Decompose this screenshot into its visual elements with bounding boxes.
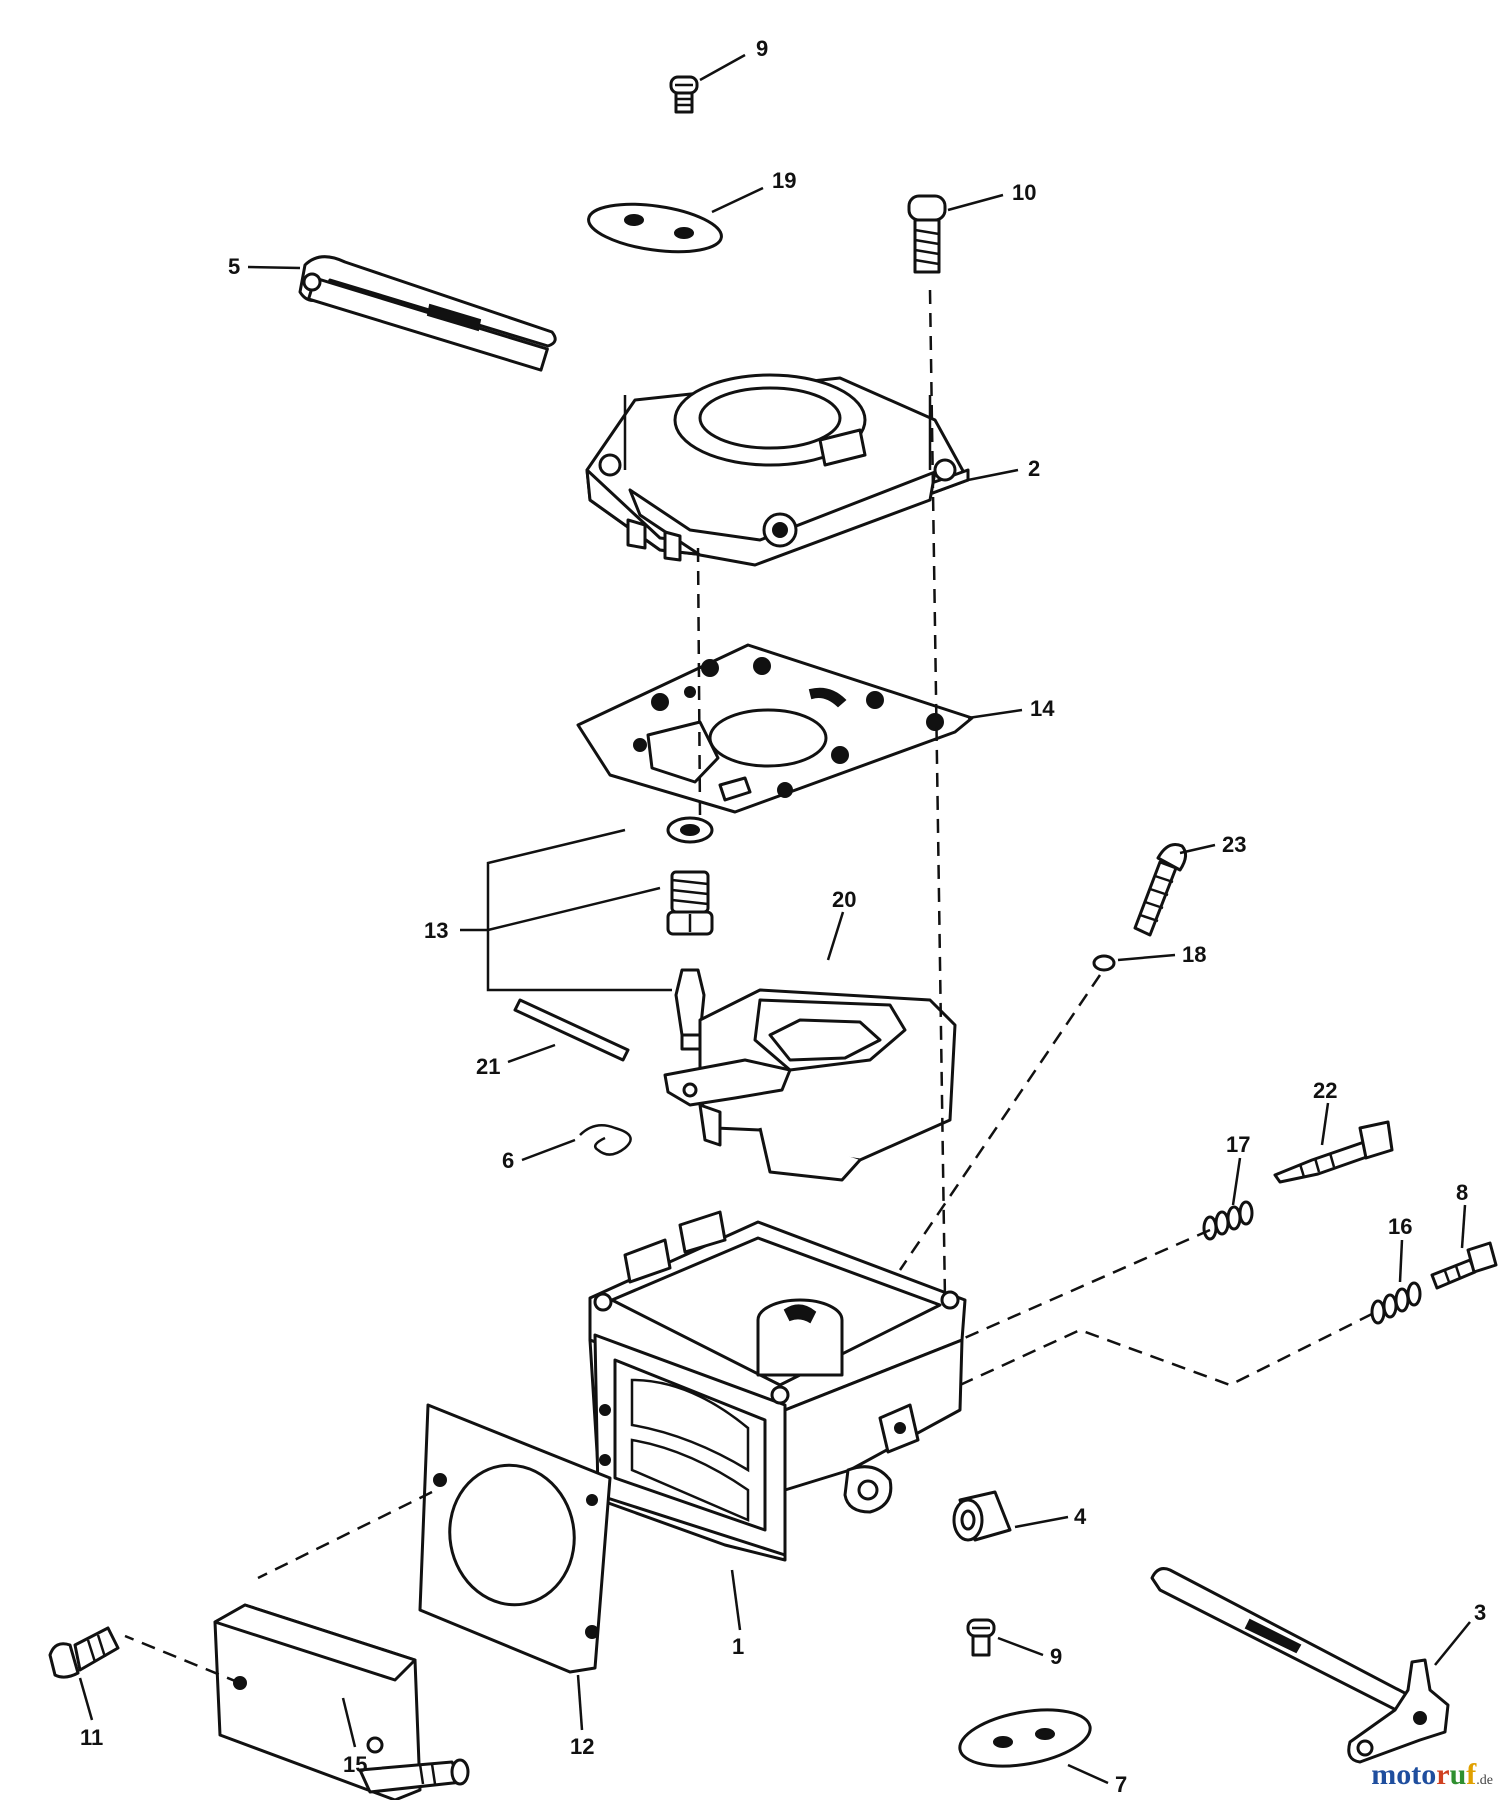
part-19-disc-top bbox=[587, 202, 723, 254]
callout-9-bottom: 9 bbox=[1050, 1644, 1062, 1669]
watermark-letter: u bbox=[1449, 1758, 1467, 1791]
watermark-letter: t bbox=[1411, 1758, 1422, 1791]
watermark-letter: o bbox=[1421, 1758, 1437, 1791]
part-6-clip bbox=[579, 1123, 632, 1156]
part-17-spring bbox=[1202, 1200, 1254, 1241]
part-3-throttle-shaft bbox=[1150, 1567, 1450, 1764]
part-15-cover bbox=[213, 1603, 470, 1800]
part-5-choke-shaft bbox=[298, 255, 557, 372]
watermark-letter: r bbox=[1436, 1758, 1450, 1791]
assembly-lines bbox=[124, 289, 1381, 1685]
callout-23: 23 bbox=[1222, 832, 1246, 857]
part-9-screw-bottom bbox=[966, 1618, 996, 1657]
watermark-letter: f bbox=[1466, 1758, 1477, 1791]
callout-3: 3 bbox=[1474, 1600, 1486, 1625]
callout-18: 18 bbox=[1182, 942, 1206, 967]
leader-lines bbox=[78, 53, 1471, 1785]
callout-14: 14 bbox=[1030, 696, 1055, 721]
callout-9-top: 9 bbox=[756, 36, 768, 61]
part-10-screw bbox=[907, 194, 947, 274]
part-20-float bbox=[663, 988, 957, 1182]
watermark-text: motoruf bbox=[1371, 1758, 1476, 1791]
callout-7: 7 bbox=[1115, 1772, 1127, 1797]
callout-15: 15 bbox=[343, 1752, 367, 1777]
part-13-needle-seat-assembly bbox=[666, 816, 714, 1051]
callout-13: 13 bbox=[424, 918, 448, 943]
callout-labels: 9 19 10 5 2 14 23 13 20 18 21 6 22 17 8 … bbox=[80, 36, 1486, 1797]
watermark-letter: m bbox=[1371, 1758, 1397, 1791]
part-14-gasket bbox=[576, 643, 974, 814]
part-18-o-ring bbox=[1092, 954, 1116, 972]
part-9-screw-top bbox=[669, 75, 699, 114]
callout-10: 10 bbox=[1012, 180, 1036, 205]
part-12-gasket bbox=[418, 1403, 612, 1674]
callout-1: 1 bbox=[732, 1634, 744, 1659]
callout-22: 22 bbox=[1313, 1078, 1337, 1103]
callout-4: 4 bbox=[1074, 1504, 1087, 1529]
watermark-letter: o bbox=[1396, 1758, 1412, 1791]
part-4-bushing bbox=[952, 1490, 1012, 1542]
callout-17: 17 bbox=[1226, 1132, 1250, 1157]
callout-12: 12 bbox=[570, 1734, 594, 1759]
watermark-domain-ext: .de bbox=[1476, 1773, 1493, 1788]
callout-5: 5 bbox=[228, 254, 240, 279]
part-23-mixture-screw bbox=[1133, 843, 1187, 937]
callout-2: 2 bbox=[1028, 456, 1040, 481]
callout-20: 20 bbox=[832, 887, 856, 912]
watermark-logo: motoruf.de bbox=[1371, 1758, 1493, 1792]
part-16-spring bbox=[1370, 1281, 1422, 1325]
callout-6: 6 bbox=[502, 1148, 514, 1173]
part-2-top-cover bbox=[585, 373, 970, 567]
callout-8: 8 bbox=[1456, 1180, 1468, 1205]
callout-19: 19 bbox=[772, 168, 796, 193]
part-1-carburetor-body bbox=[588, 1210, 967, 1562]
part-22-needle-screw bbox=[1273, 1120, 1394, 1184]
callout-21: 21 bbox=[476, 1054, 500, 1079]
callout-16: 16 bbox=[1388, 1214, 1412, 1239]
part-7-disc-bottom bbox=[958, 1708, 1092, 1768]
callout-11: 11 bbox=[80, 1725, 103, 1750]
part-21-pin bbox=[513, 998, 630, 1062]
part-11-screw bbox=[48, 1626, 120, 1679]
part-8-screw bbox=[1430, 1241, 1498, 1290]
